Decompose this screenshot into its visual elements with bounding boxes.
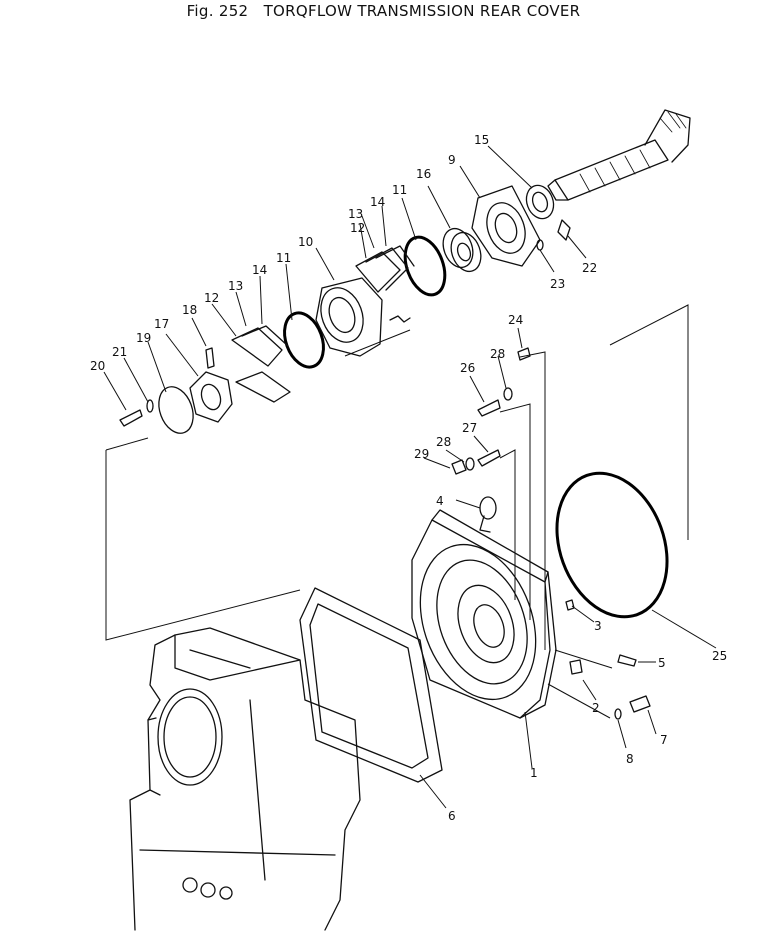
- callout-26: 26: [460, 361, 475, 375]
- callout-28-lower: 28: [436, 435, 451, 449]
- washer-part-21: [146, 399, 154, 413]
- dowel-part-24: [517, 347, 531, 361]
- callout-numbers: 1 2 3 4 5 6 7 8 9 10 11 11 12 12 13 13 1…: [90, 133, 727, 823]
- bearing-cage-part-9: [471, 185, 541, 267]
- eyebolt-part-4: [479, 496, 497, 520]
- callout-13-lower: 13: [228, 279, 243, 293]
- housing-part-10: [315, 277, 383, 357]
- stud-part-27: [477, 449, 501, 467]
- bolt-part-7: [629, 695, 651, 713]
- callout-5: 5: [658, 656, 666, 670]
- washer-part-8: [614, 708, 622, 720]
- callout-11-lower: 11: [276, 251, 291, 265]
- o-ring-part-11-upper: [403, 235, 447, 297]
- bevel-gear-shaft: [547, 109, 691, 201]
- nut-part-29: [451, 459, 467, 475]
- shims-upper: [355, 245, 415, 323]
- callout-4: 4: [436, 494, 444, 508]
- callout-1: 1: [530, 766, 538, 780]
- leader-lines: [103, 145, 717, 809]
- shims-lower: [231, 325, 291, 403]
- gasket-part-6: [299, 587, 443, 783]
- callout-29: 29: [414, 447, 429, 461]
- bearing-part-16: [442, 227, 482, 273]
- pin-part-5: [617, 654, 637, 667]
- callout-27: 27: [462, 421, 477, 435]
- callout-13-upper: 13: [348, 207, 363, 221]
- assembly-guide-lines: [105, 304, 689, 719]
- callout-24: 24: [508, 313, 523, 327]
- callout-20: 20: [90, 359, 105, 373]
- callout-14-upper: 14: [370, 195, 385, 209]
- callout-11-upper: 11: [392, 183, 407, 197]
- bolt-part-26: [477, 399, 501, 417]
- callout-23: 23: [550, 277, 565, 291]
- callout-17: 17: [154, 317, 169, 331]
- plug-part-2: [569, 659, 583, 675]
- bolt-part-18: [205, 347, 215, 369]
- washer-part-28-lower: [465, 457, 475, 471]
- o-ring-part-11-lower: [283, 311, 325, 369]
- callout-10: 10: [298, 235, 313, 249]
- callout-16: 16: [416, 167, 431, 181]
- callout-9: 9: [448, 153, 456, 167]
- callout-2: 2: [592, 701, 600, 715]
- flange-part-17: [189, 371, 233, 423]
- callout-25: 25: [712, 649, 727, 663]
- callout-7: 7: [660, 733, 668, 747]
- figure-title: Fig. 252 TORQFLOW TRANSMISSION REAR COVE…: [186, 2, 581, 20]
- rear-cover-part-1: [411, 509, 557, 719]
- bolt-part-20: [119, 409, 143, 427]
- washer-part-23: [536, 239, 544, 251]
- callout-8: 8: [626, 752, 634, 766]
- callout-12-upper: 12: [350, 221, 365, 235]
- callout-22: 22: [582, 261, 597, 275]
- callout-28-upper: 28: [490, 347, 505, 361]
- bolt-part-22: [557, 219, 571, 241]
- callout-12-lower: 12: [204, 291, 219, 305]
- callout-19: 19: [136, 331, 151, 345]
- callout-14-lower: 14: [252, 263, 267, 277]
- callout-3: 3: [594, 619, 602, 633]
- o-ring-part-25: [555, 471, 669, 619]
- callout-18: 18: [182, 303, 197, 317]
- plug-part-3: [565, 599, 575, 611]
- oil-seal-part-15: [525, 184, 555, 220]
- callout-6: 6: [448, 809, 456, 823]
- washer-part-28-upper: [503, 387, 513, 401]
- plate-part-19: [158, 386, 194, 434]
- callout-21: 21: [112, 345, 127, 359]
- transmission-housing: [129, 627, 361, 931]
- callout-15: 15: [474, 133, 489, 147]
